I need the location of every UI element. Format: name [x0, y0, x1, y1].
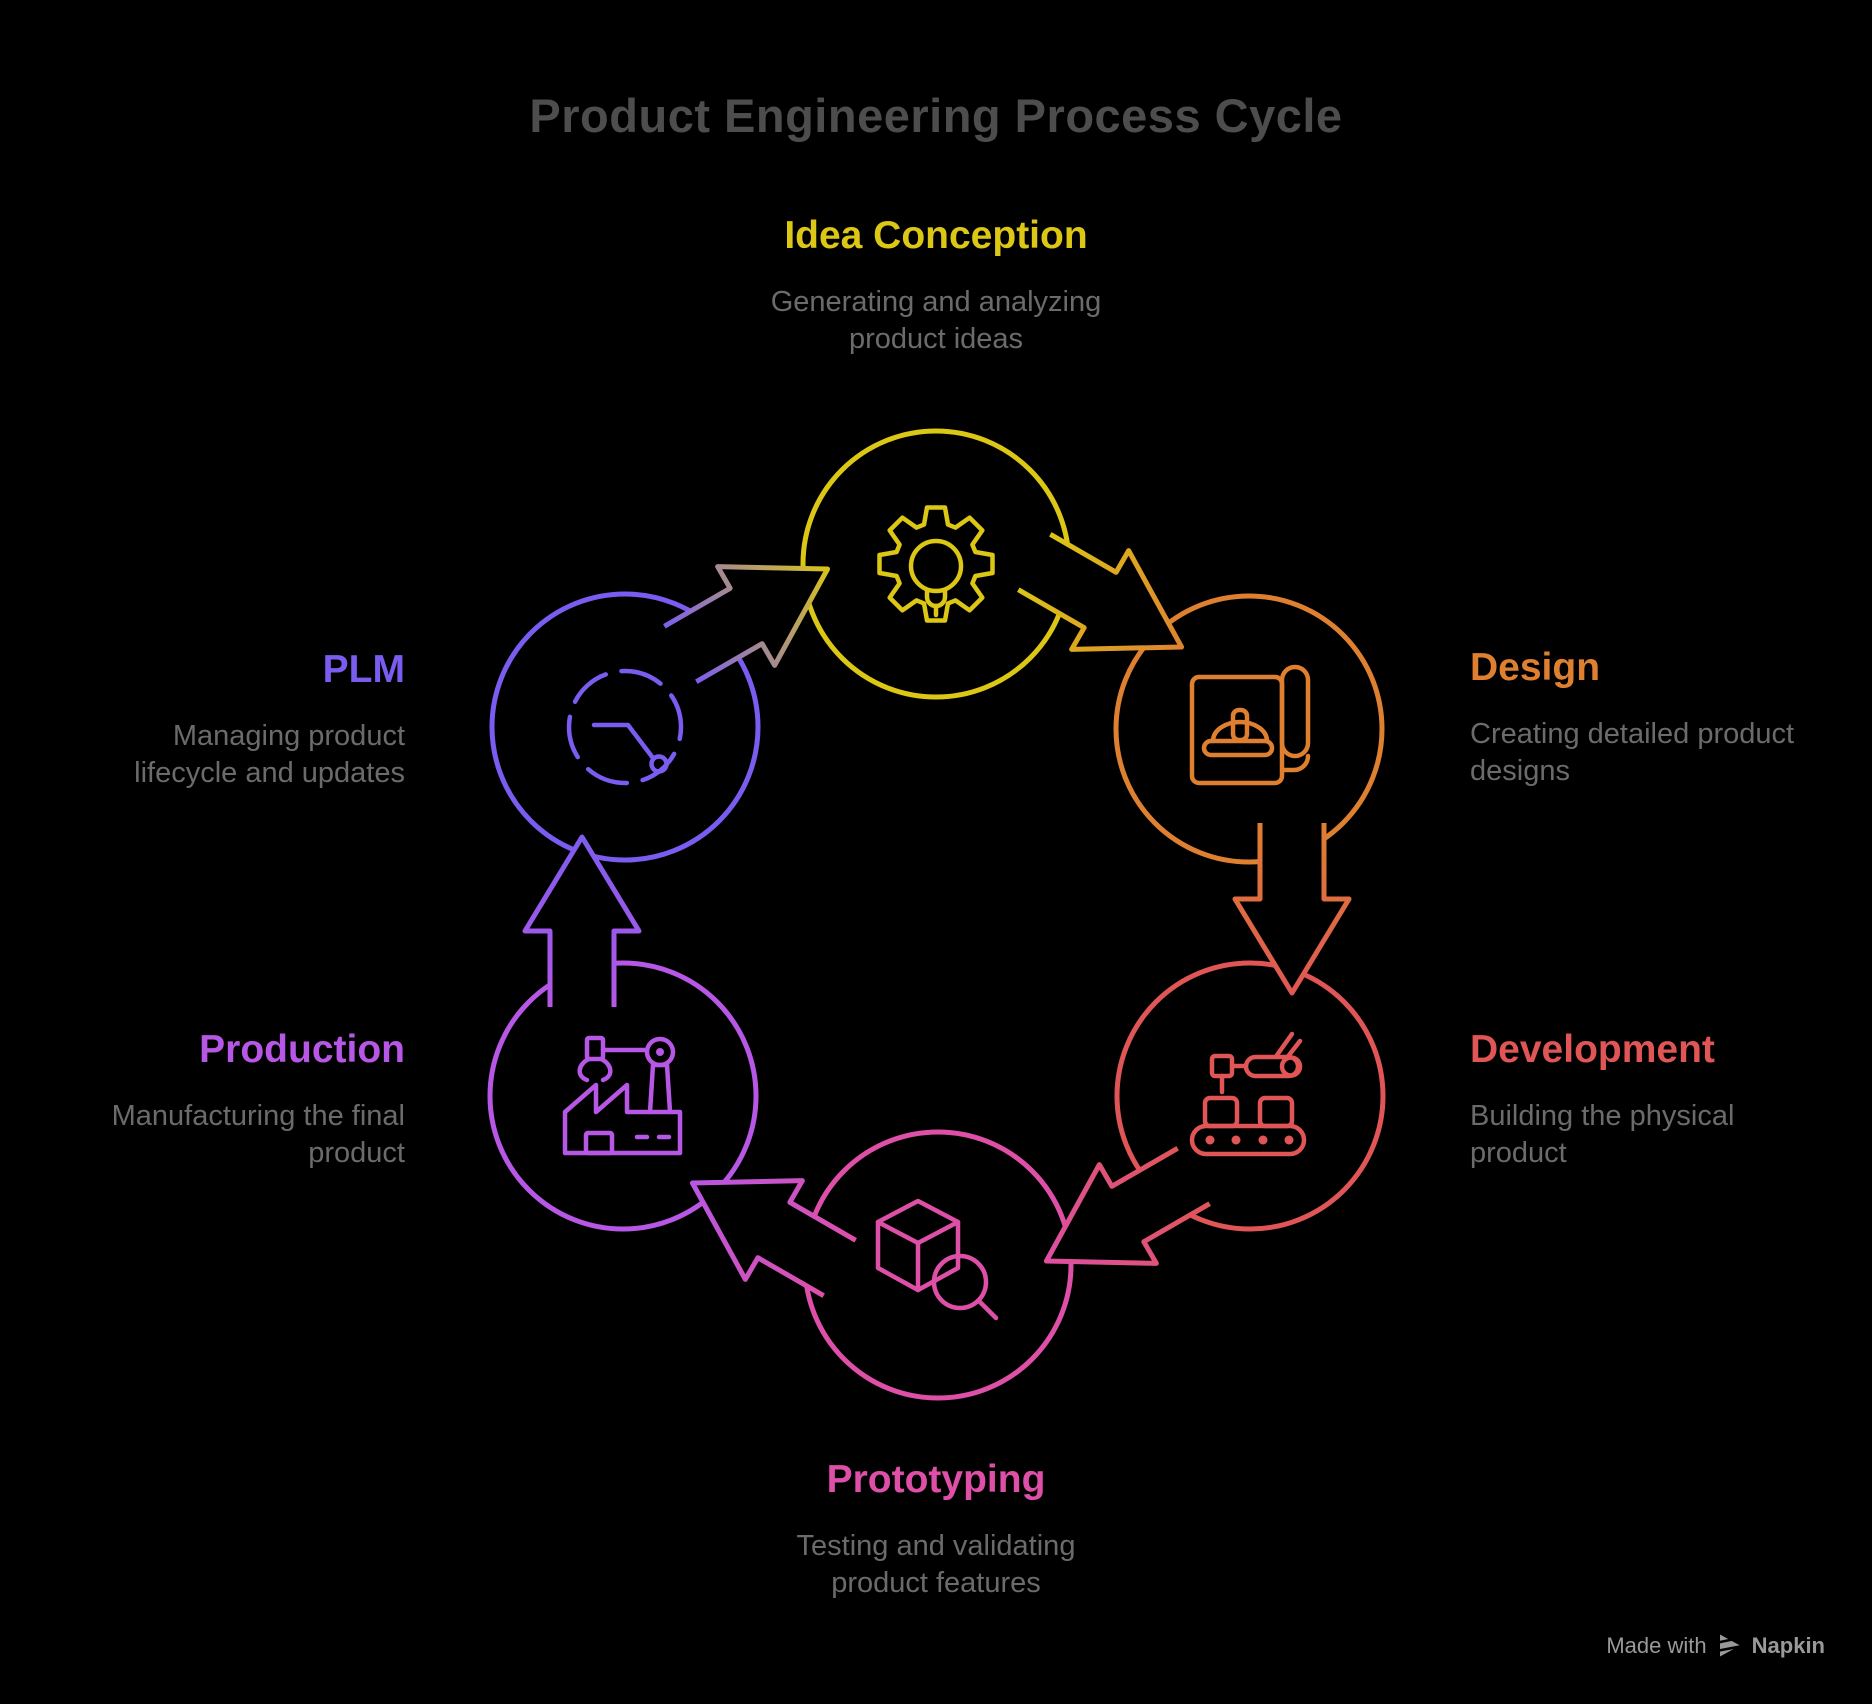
node-circle-idea-conception: [800, 428, 1072, 700]
cube-magnifier-icon: [875, 1198, 999, 1321]
arrow-idea-to-design: [1017, 532, 1185, 652]
node-description: Creating detailed product designs: [1470, 717, 1795, 787]
node-circle-production: [487, 960, 759, 1232]
node-description: Managing product lifecycle and updates: [134, 719, 405, 789]
node-title: Prototyping: [826, 1458, 1046, 1501]
node-description: Generating and analyzing product ideas: [770, 285, 1102, 355]
node-title: Production: [199, 1028, 405, 1071]
watermark-brand: Napkin: [1751, 1632, 1825, 1658]
watermark-text: Made with: [1606, 1632, 1707, 1658]
blueprint-hardhat-icon: [1189, 664, 1311, 786]
gauge-icon: [566, 668, 684, 786]
node-description: Manufacturing the final product: [111, 1099, 405, 1169]
node-circle-development: [1114, 960, 1386, 1232]
node-circle-plm: [489, 591, 761, 863]
arrow-prototyping-to-production: [689, 1178, 857, 1298]
gear-lightbulb-icon: [877, 505, 995, 623]
node-description: Testing and validating product features: [796, 1529, 1076, 1599]
node-label-idea-conception: Idea Conception Generating and analyzing…: [636, 214, 1236, 358]
arrow-design-to-development: [1232, 823, 1352, 996]
node-title: Development: [1470, 1028, 1715, 1071]
napkin-logo-icon: [1717, 1634, 1740, 1657]
node-title: PLM: [322, 648, 405, 691]
arrow-plm-to-idea: [663, 564, 831, 684]
arrow-development-to-prototyping: [1043, 1146, 1211, 1266]
node-circle-design: [1113, 593, 1385, 865]
node-description: Building the physical product: [1470, 1099, 1735, 1169]
page-title: Product Engineering Process Cycle: [529, 89, 1343, 142]
node-label-design: Design Creating detailed product designs: [1470, 646, 1872, 790]
arrow-production-to-plm: [522, 834, 642, 1007]
node-label-production: Production Manufacturing the final produ…: [0, 1028, 405, 1172]
node-label-development: Development Building the physical produc…: [1470, 1028, 1872, 1172]
made-with-napkin-watermark: Made with Napkin: [1606, 1632, 1825, 1659]
factory-crane-icon: [562, 1035, 683, 1156]
node-title: Design: [1470, 646, 1601, 689]
robot-arm-conveyor-icon: [1189, 1031, 1307, 1157]
node-label-prototyping: Prototyping Testing and validating produ…: [636, 1458, 1236, 1602]
node-title: Idea Conception: [784, 214, 1088, 257]
node-label-plm: PLM Managing product lifecycle and updat…: [0, 648, 405, 792]
